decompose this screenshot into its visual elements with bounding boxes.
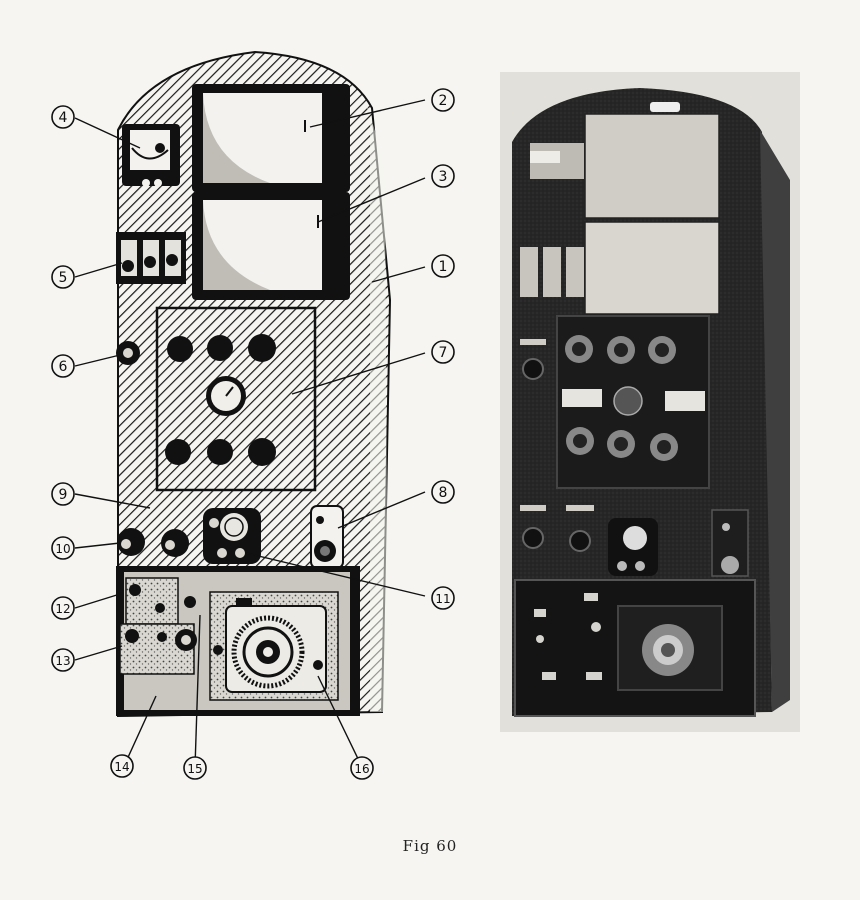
callout-11: 11 xyxy=(431,586,455,610)
panel-photo xyxy=(500,72,800,732)
callout-12: 12 xyxy=(51,596,75,620)
callout-10: 10 xyxy=(51,536,75,560)
control-plate xyxy=(155,306,317,492)
callout-14: 14 xyxy=(110,754,134,778)
svg-text:5: 5 xyxy=(59,270,68,286)
svg-text:4: 4 xyxy=(59,110,68,126)
callout-16: 16 xyxy=(350,756,374,780)
svg-text:8: 8 xyxy=(439,485,448,501)
callouts: 1 2 3 4 5 6 7 8 9 10 11 12 13 14 15 16 xyxy=(51,88,455,780)
jack-8 xyxy=(310,505,344,569)
svg-text:10: 10 xyxy=(55,542,70,556)
panel-drawing: 1 2 3 4 5 6 7 8 9 10 11 12 13 14 15 16 xyxy=(51,50,455,780)
callout-2: 2 xyxy=(431,88,455,112)
callout-8: 8 xyxy=(431,480,455,504)
callout-4: 4 xyxy=(51,105,75,129)
svg-text:11: 11 xyxy=(435,592,450,606)
knob-6 xyxy=(116,341,140,365)
callout-5: 5 xyxy=(51,265,75,289)
callout-9: 9 xyxy=(51,482,75,506)
svg-text:6: 6 xyxy=(59,359,68,375)
knob-10 xyxy=(117,528,145,556)
svg-text:2: 2 xyxy=(439,93,448,109)
figure-caption: Fig 60 xyxy=(402,837,458,855)
svg-text:13: 13 xyxy=(55,654,70,668)
svg-text:12: 12 xyxy=(55,602,70,616)
meter-upper xyxy=(192,84,350,192)
instrument-11 xyxy=(203,508,261,564)
svg-text:3: 3 xyxy=(439,169,448,185)
switch-bank xyxy=(116,232,186,284)
knob-9 xyxy=(161,529,189,557)
callout-7: 7 xyxy=(431,340,455,364)
svg-text:16: 16 xyxy=(354,762,369,776)
svg-text:9: 9 xyxy=(59,487,68,503)
lower-compartment xyxy=(116,566,360,716)
svg-text:15: 15 xyxy=(187,762,202,776)
svg-text:7: 7 xyxy=(439,345,448,361)
svg-text:14: 14 xyxy=(114,760,129,774)
meter-lower xyxy=(192,192,350,300)
svg-text:1: 1 xyxy=(439,259,448,275)
leader-lines xyxy=(74,99,426,768)
small-meter-box xyxy=(122,124,180,187)
callout-6: 6 xyxy=(51,354,75,378)
callout-3: 3 xyxy=(431,164,455,188)
callout-15: 15 xyxy=(183,756,207,780)
callout-13: 13 xyxy=(51,648,75,672)
callout-1: 1 xyxy=(431,254,455,278)
